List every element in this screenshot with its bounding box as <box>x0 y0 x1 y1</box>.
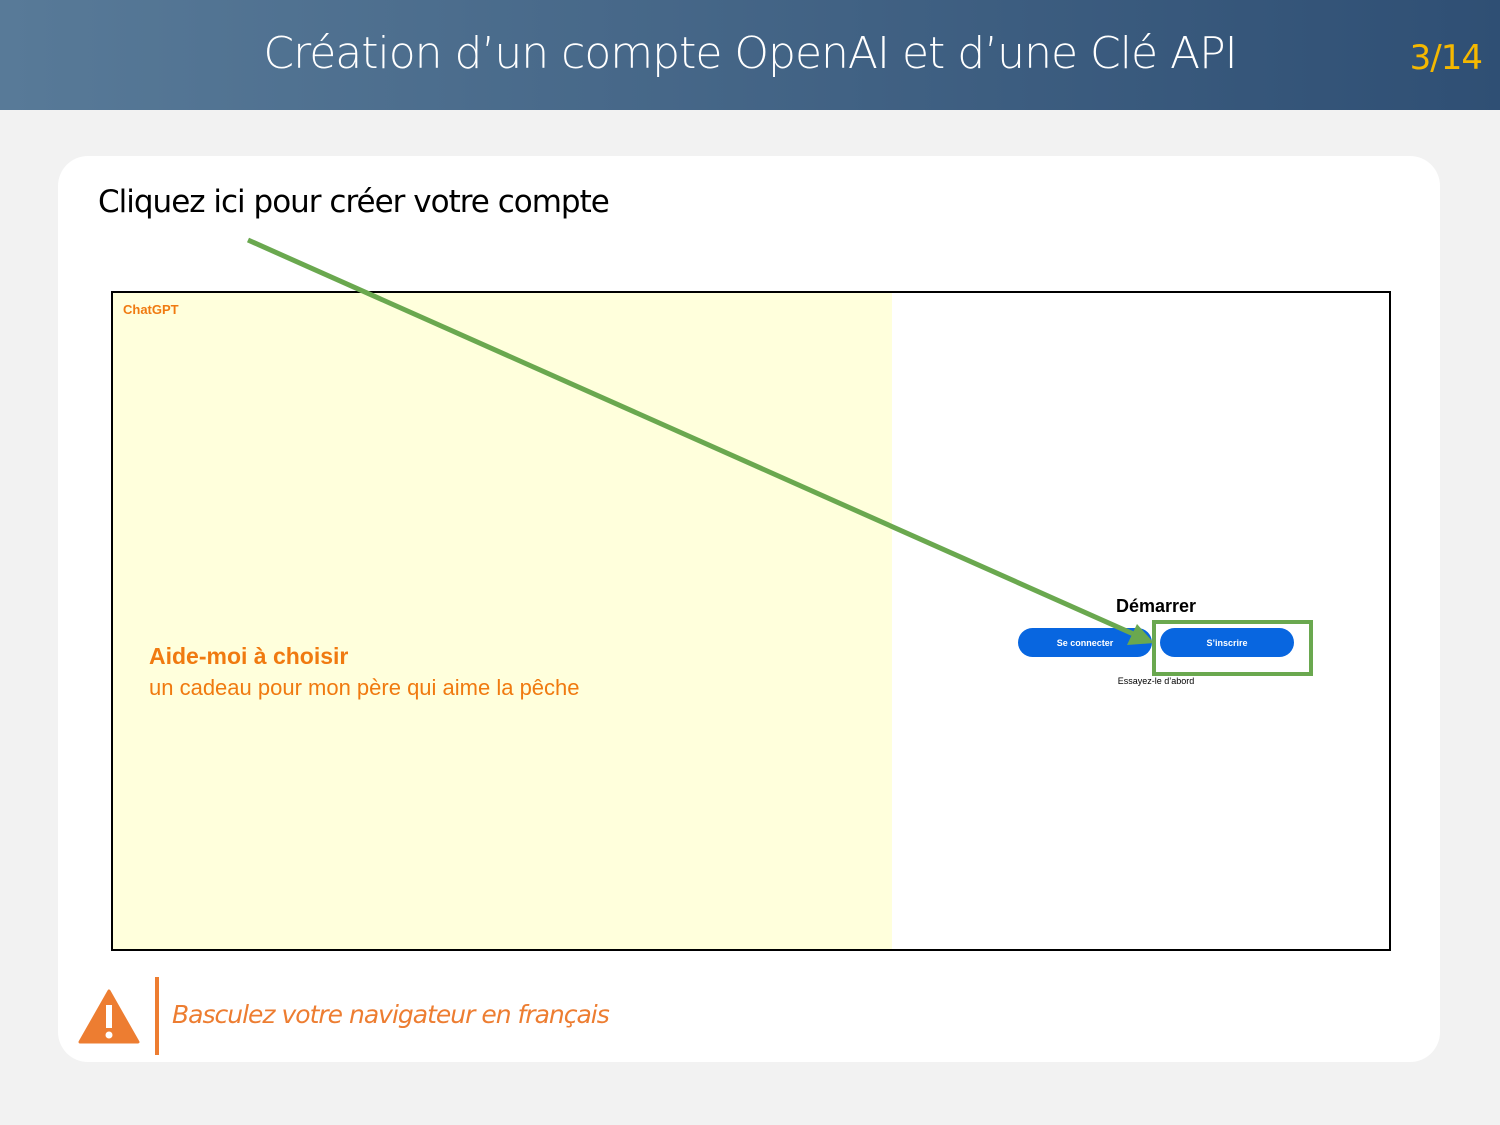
signup-button[interactable]: S’inscrire <box>1160 628 1294 657</box>
warning-triangle-icon <box>78 989 140 1044</box>
start-heading: Démarrer <box>1115 596 1197 616</box>
warning-text: Basculez votre navigateur en français <box>172 1000 610 1029</box>
try-first-link[interactable]: Essayez-le d’abord <box>1117 676 1195 686</box>
slide-header: Création d’un compte OpenAI et d’une Clé… <box>0 0 1500 110</box>
prompt-panel: ChatGPT Aide-moi à choisir un cadeau pou… <box>113 293 892 949</box>
chatgpt-logo[interactable]: ChatGPT <box>123 302 179 317</box>
prompt-title: Aide-moi à choisir <box>149 643 349 669</box>
slide-title: Création d’un compte OpenAI et d’une Clé… <box>263 28 1237 79</box>
page-number: 3/14 <box>1409 38 1483 78</box>
instruction-text: Cliquez ici pour créer votre compte <box>98 184 610 220</box>
signup-highlight-box <box>1152 620 1313 676</box>
prompt-subtitle: un cadeau pour mon père qui aime la pêch… <box>149 675 580 700</box>
warning-divider <box>155 977 159 1055</box>
